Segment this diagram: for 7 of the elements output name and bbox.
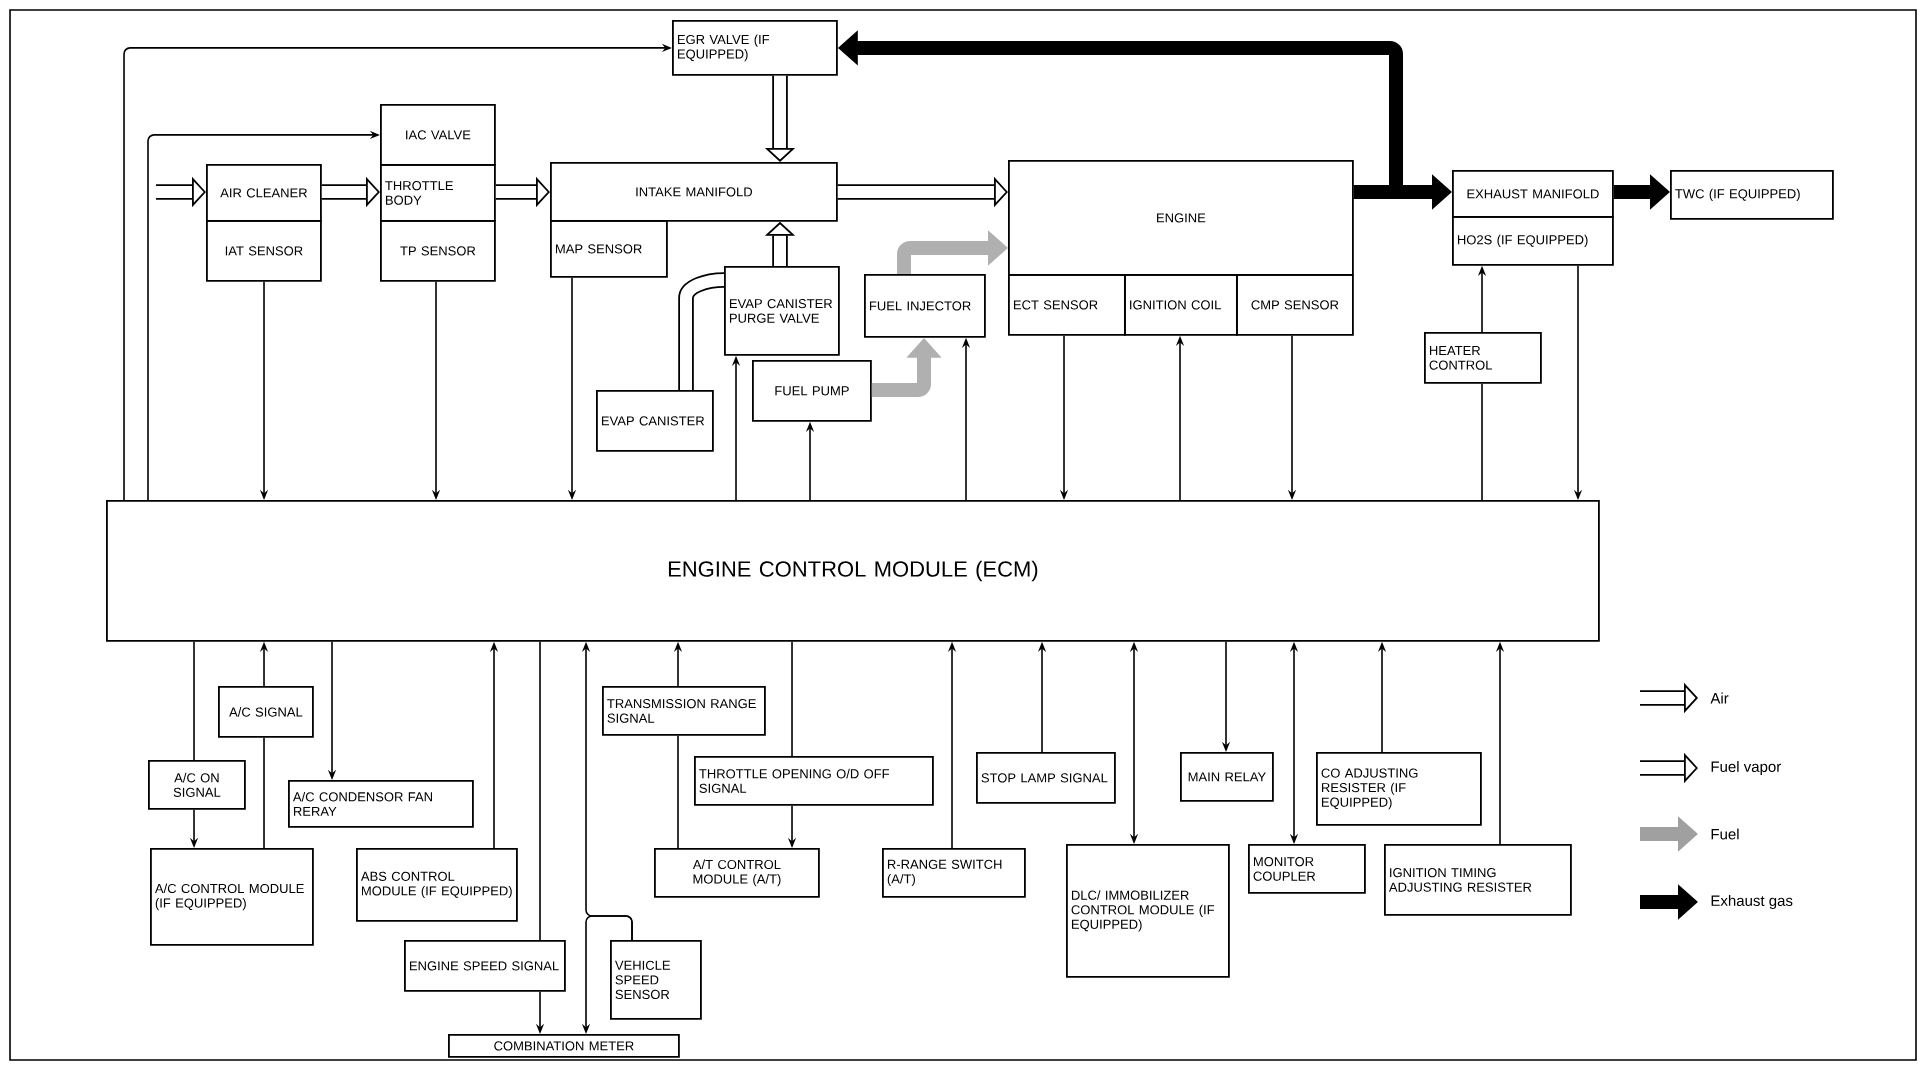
- signal-line: [791, 641, 793, 757]
- signal-line: [539, 641, 541, 941]
- signal-line: [1481, 383, 1483, 501]
- signal-line: [263, 737, 265, 849]
- signal-line: [677, 735, 679, 849]
- module-box: ENGINE CONTROL MODULE (ECM): [106, 500, 1600, 642]
- signal-line: [193, 641, 195, 761]
